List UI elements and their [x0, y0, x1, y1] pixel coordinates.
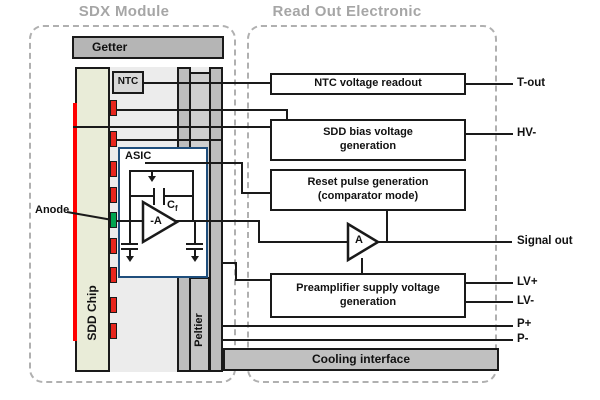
asic-label: ASIC	[125, 150, 152, 162]
sdd-bias-voltage-block: SDD bias voltage generation	[270, 119, 466, 161]
asic-gnd-cap-left-tail	[129, 249, 131, 257]
bond-pad	[110, 100, 117, 116]
wire-reset-into-box	[241, 192, 271, 194]
preamplifier-supply-block: Preamplifier supply voltage generation	[270, 273, 466, 318]
wire-reset-comparator-tap	[386, 209, 388, 243]
bond-pad	[110, 297, 117, 313]
wire-supply-from-bar	[222, 262, 237, 264]
wire-bias-back-contact	[73, 126, 270, 128]
wire-bias-pad1-drop	[286, 109, 288, 121]
feedback-cap-label: Cf	[167, 199, 178, 214]
asic-cap-wire-right	[165, 195, 194, 197]
bond-pad	[110, 187, 117, 203]
wire-buffer-input	[258, 241, 348, 243]
wire-t-out	[464, 83, 513, 85]
asic-transistor-stub	[151, 171, 153, 176]
asic-cap-wire-left	[129, 195, 154, 197]
wire-ntc-readout	[143, 82, 270, 84]
bond-pad	[110, 131, 117, 147]
sdd-chip-label: SDD Chip	[85, 285, 99, 341]
asic-gnd-cap-left-wire	[129, 221, 131, 244]
asic-gnd-cap-left-plate1	[121, 243, 138, 245]
wire-signal-out	[376, 241, 512, 243]
asic-transistor-channel	[129, 170, 194, 172]
bond-pad	[110, 161, 117, 177]
port-p-minus: P-	[517, 333, 529, 345]
wire-lv-minus	[464, 301, 513, 303]
getter-label: Getter	[92, 40, 128, 54]
wire-hv-out	[464, 133, 513, 135]
wire-reset-drop	[241, 162, 243, 194]
wire-lv-plus	[464, 282, 513, 284]
bond-pad	[110, 323, 117, 339]
wire-asic-output-drop	[258, 220, 260, 243]
port-signal-out: Signal out	[517, 235, 573, 247]
ntc-voltage-readout-block: NTC voltage readout	[270, 73, 466, 95]
peltier-block	[189, 277, 210, 372]
asic-gnd-cap-right-tail	[194, 249, 196, 257]
port-lv-plus: LV+	[517, 276, 538, 288]
entrance-window-red-line	[73, 103, 77, 341]
port-t-out: T-out	[517, 77, 546, 89]
wire-bias-pad1	[117, 109, 288, 111]
reset-pulse-generation-block: Reset pulse generation (comparator mode)	[270, 169, 466, 211]
wire-asic-output	[176, 220, 260, 222]
anode-label: Anode	[35, 204, 70, 216]
sdx-module-title: SDX Module	[78, 3, 170, 20]
ntc-block: NTC	[112, 71, 144, 94]
buffer-amp-label: A	[355, 234, 363, 246]
wire-p-minus	[222, 339, 513, 341]
port-hv: HV-	[517, 127, 537, 139]
wire-p-plus	[222, 325, 513, 327]
ntc-voltage-readout-label: NTC voltage readout	[314, 77, 422, 90]
wire-bias-pad2	[117, 139, 223, 141]
asic-gnd-cap-right-wire	[194, 221, 196, 244]
asic-gnd-arrow-left	[126, 256, 134, 262]
asic-cap-plate-right	[163, 188, 165, 205]
asic-transistor-arrow	[148, 176, 156, 182]
wire-supply-drop	[235, 262, 237, 281]
port-p-plus: P+	[517, 318, 532, 330]
bond-pad	[110, 267, 117, 283]
getter-block	[72, 36, 224, 59]
anode-pad	[110, 212, 117, 228]
wire-reset-gate	[145, 162, 243, 164]
asic-gnd-arrow-right	[191, 256, 199, 262]
buffer-amp-triangle	[346, 221, 381, 263]
interconnect-bar-right	[209, 67, 223, 372]
asic-gnd-cap-right-plate1	[186, 243, 203, 245]
cooling-interface-block: Cooling interface	[223, 348, 499, 371]
wire-buffer-supply	[361, 258, 363, 276]
wire-supply-into-box	[235, 279, 271, 281]
peltier-label: Peltier	[193, 313, 205, 347]
bond-pad	[110, 238, 117, 254]
sdx-module-container	[29, 25, 236, 383]
readout-electronic-title: Read Out Electronic	[272, 3, 422, 20]
asic-preamp-label: -A	[150, 215, 162, 227]
readout-electronic-container	[247, 25, 497, 383]
asic-cap-plate-left	[153, 188, 155, 205]
ntc-label: NTC	[117, 76, 139, 88]
asic-preamp-triangle	[141, 199, 180, 245]
port-lv-minus: LV-	[517, 295, 535, 307]
